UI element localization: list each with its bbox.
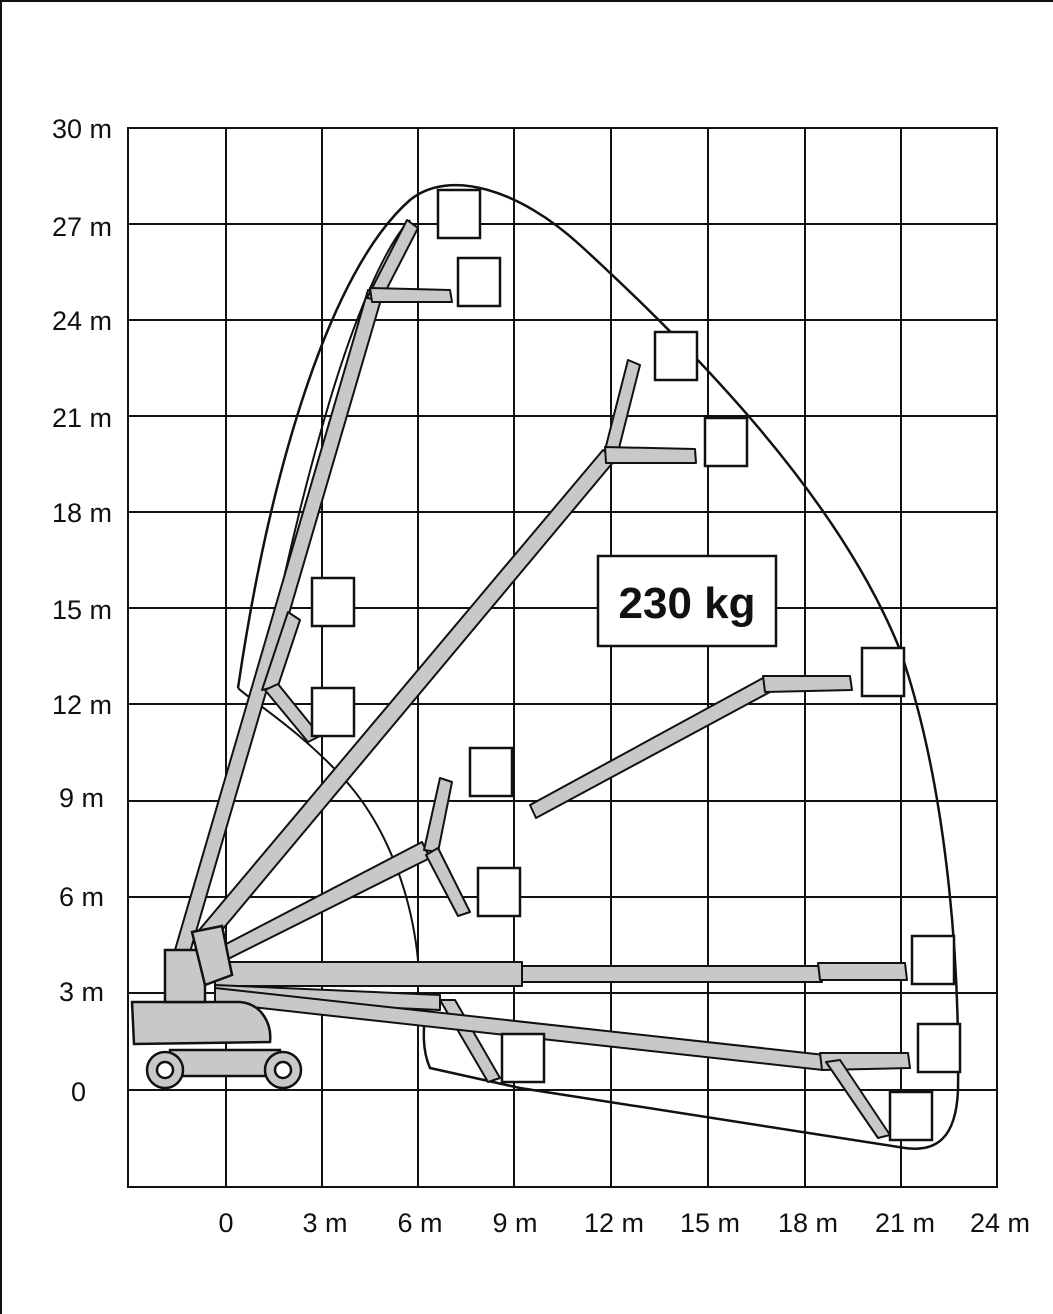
y-tick-label: 6 m [59,882,104,912]
y-tick-label: 24 m [52,306,112,336]
platform-basket [910,934,956,986]
y-tick-label: 27 m [52,212,112,242]
jib-mid-angle-down [425,847,471,917]
jib-mid-angle-up [423,777,453,853]
platform-basket [436,188,482,240]
platform-basket [916,1022,962,1074]
y-tick-label: 21 m [52,403,112,433]
jib-high-reach-level [604,446,697,464]
capacity-label-frame [596,554,778,648]
x-tick-label: 18 m [778,1208,838,1238]
platform-basket [468,746,514,798]
y-tick-label: 0 [71,1077,86,1107]
platform-basket [860,646,906,698]
platform-basket [476,866,522,918]
x-tick-label: 24 m [970,1208,1030,1238]
jib-max-height-level [369,287,453,303]
plot-border [127,127,998,1188]
x-tick-label: 6 m [397,1208,442,1238]
y-tick-label: 12 m [52,690,112,720]
platform-basket [888,1090,934,1142]
x-tick-label: 21 m [875,1208,935,1238]
platform-basket [310,686,356,738]
jib-below-grade-long-down [825,1059,891,1139]
jib-below-grade-short [439,999,501,1083]
x-axis-tick-labels: 0 3 m 6 m 9 m 12 m 15 m 18 m 21 m 24 m [218,1208,1030,1238]
wheel-rear-hub [273,1060,293,1080]
y-tick-label: 3 m [59,977,104,1007]
x-tick-label: 0 [218,1208,233,1238]
jib-horizontal-level [817,962,908,981]
jib-outreach-level [762,675,853,693]
platform-basket [310,576,356,628]
y-tick-label: 9 m [59,783,104,813]
platform-basket [456,256,502,308]
working-envelope-curve [236,183,960,1150]
x-tick-label: 15 m [680,1208,740,1238]
y-tick-label: 18 m [52,498,112,528]
x-tick-label: 3 m [302,1208,347,1238]
platform-basket [653,330,699,382]
x-tick-label: 12 m [584,1208,644,1238]
boom-pivot [190,924,234,987]
capacity-label-box: 230 kg [596,554,778,648]
platform-basket [500,1032,546,1084]
axle [168,1048,282,1078]
boom-outreach-segment [529,677,771,819]
platforms [310,188,962,1142]
booms [174,219,911,1139]
boom-horizontal [214,961,523,987]
boom-horizontal-extension [521,965,823,983]
x-tick-label: 9 m [492,1208,537,1238]
platform-basket [703,416,749,468]
y-axis-tick-labels: 30 m 27 m 24 m 21 m 18 m 15 m 12 m 9 m 6… [52,114,112,1107]
wheel-front-hub [155,1060,175,1080]
capacity-label: 230 kg [619,579,756,628]
boom-lift-vehicle [130,924,303,1090]
chassis [130,1000,272,1046]
y-tick-label: 30 m [52,114,112,144]
y-tick-label: 15 m [52,595,112,625]
